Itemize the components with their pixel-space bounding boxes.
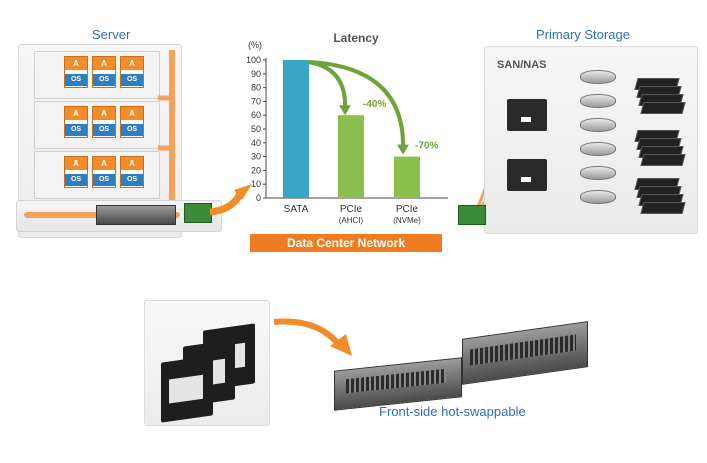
chart-reduction-arrow-head (339, 105, 351, 116)
chart-y-unit: (%) (248, 40, 262, 50)
vm-app-label: A (121, 57, 143, 70)
vm-os-label: OS (121, 74, 143, 86)
hard-drive-icon (640, 154, 686, 166)
data-center-network-bar: Data Center Network (250, 234, 442, 252)
nas-slot-2 (521, 177, 531, 182)
chart-y-tick-label: 80 (251, 83, 261, 93)
vm-os-label: OS (65, 124, 87, 136)
chart-y-tick-label: 70 (251, 96, 261, 106)
hotswap-arrow-head (330, 334, 352, 356)
vm-tile: A OS (64, 106, 88, 138)
chart-y-tick-label: 50 (251, 124, 261, 134)
chart-category-label: (AHCI) (339, 216, 364, 225)
chart-category-label: (NVMe) (393, 216, 421, 225)
server-rack-unit (96, 205, 176, 225)
vm-app-label: A (121, 157, 143, 170)
san-nas-label: SAN/NAS (497, 59, 547, 71)
vm-tile: A OS (120, 56, 144, 88)
vm-tile: A OS (120, 106, 144, 138)
chart-y-tick-label: 10 (251, 179, 261, 189)
vm-os-label: OS (65, 74, 87, 86)
vm-os-label: OS (93, 74, 115, 86)
storage-title: Primary Storage (536, 27, 630, 42)
chart-title: Latency (333, 31, 379, 45)
chart-reduction-arrow (307, 60, 348, 110)
chart-y-tick-label: 20 (251, 165, 261, 175)
chart-category-label: PCIe (396, 204, 419, 215)
chart-category-label: PCIe (340, 204, 363, 215)
vm-os-label: OS (121, 174, 143, 186)
storage-disk-cylinder (580, 166, 616, 180)
vm-tile: A OS (92, 56, 116, 88)
nas-controller-2 (507, 159, 547, 191)
ssd-panel (144, 300, 270, 426)
nas-slot-1 (521, 117, 531, 122)
storage-disk-cylinder (580, 70, 616, 84)
vm-app-label: A (65, 57, 87, 70)
nas-controller-1 (507, 99, 547, 131)
hotswap-arrow (273, 318, 343, 348)
chart-y-tick-label: 40 (251, 138, 261, 148)
storage-disk-cylinder (580, 118, 616, 132)
hard-drive-icon (640, 102, 686, 114)
chart-y-tick-label: 30 (251, 152, 261, 162)
vm-app-label: A (65, 157, 87, 170)
vm-tile: A OS (120, 156, 144, 188)
server-arrow-head (234, 184, 252, 200)
hard-drive-icon (640, 202, 686, 214)
chart-reduction-label: -70% (415, 141, 438, 152)
chart-reduction-arrow (309, 60, 406, 149)
server-row-links (158, 95, 172, 151)
chart-reduction-label: -40% (363, 99, 386, 110)
vm-app-label: A (93, 157, 115, 170)
vm-tile: A OS (92, 106, 116, 138)
vm-app-label: A (65, 107, 87, 120)
server-to-network-arrow (209, 192, 244, 216)
vm-os-label: OS (65, 174, 87, 186)
vm-tile: A OS (92, 156, 116, 188)
vm-tile: A OS (64, 156, 88, 188)
storage-disk-cylinder (580, 190, 616, 204)
vm-app-label: A (93, 107, 115, 120)
chart-y-tick-label: 60 (251, 110, 261, 120)
chart-y-tick-label: 100 (246, 55, 261, 65)
storage-nic-card (458, 205, 486, 225)
ssd-drive-3 (161, 355, 213, 423)
hotswap-caption: Front-side hot-swappable (379, 404, 526, 419)
vm-app-label: A (121, 107, 143, 120)
chart-bar (338, 115, 364, 198)
chart-y-tick-label: 90 (251, 69, 261, 79)
vm-os-label: OS (121, 124, 143, 136)
vm-os-label: OS (93, 124, 115, 136)
chart-reduction-arrow-head (397, 144, 409, 155)
vm-os-label: OS (93, 174, 115, 186)
chart-y-tick-label: 0 (256, 193, 261, 203)
server-title: Server (92, 27, 131, 42)
vm-app-label: A (93, 57, 115, 70)
chart-bar (394, 156, 420, 198)
storage-disk-cylinder (580, 142, 616, 156)
storage-disk-cylinder (580, 94, 616, 108)
chart-category-label: SATA (284, 204, 309, 215)
vm-tile: A OS (64, 56, 88, 88)
chart-bar (283, 60, 309, 198)
